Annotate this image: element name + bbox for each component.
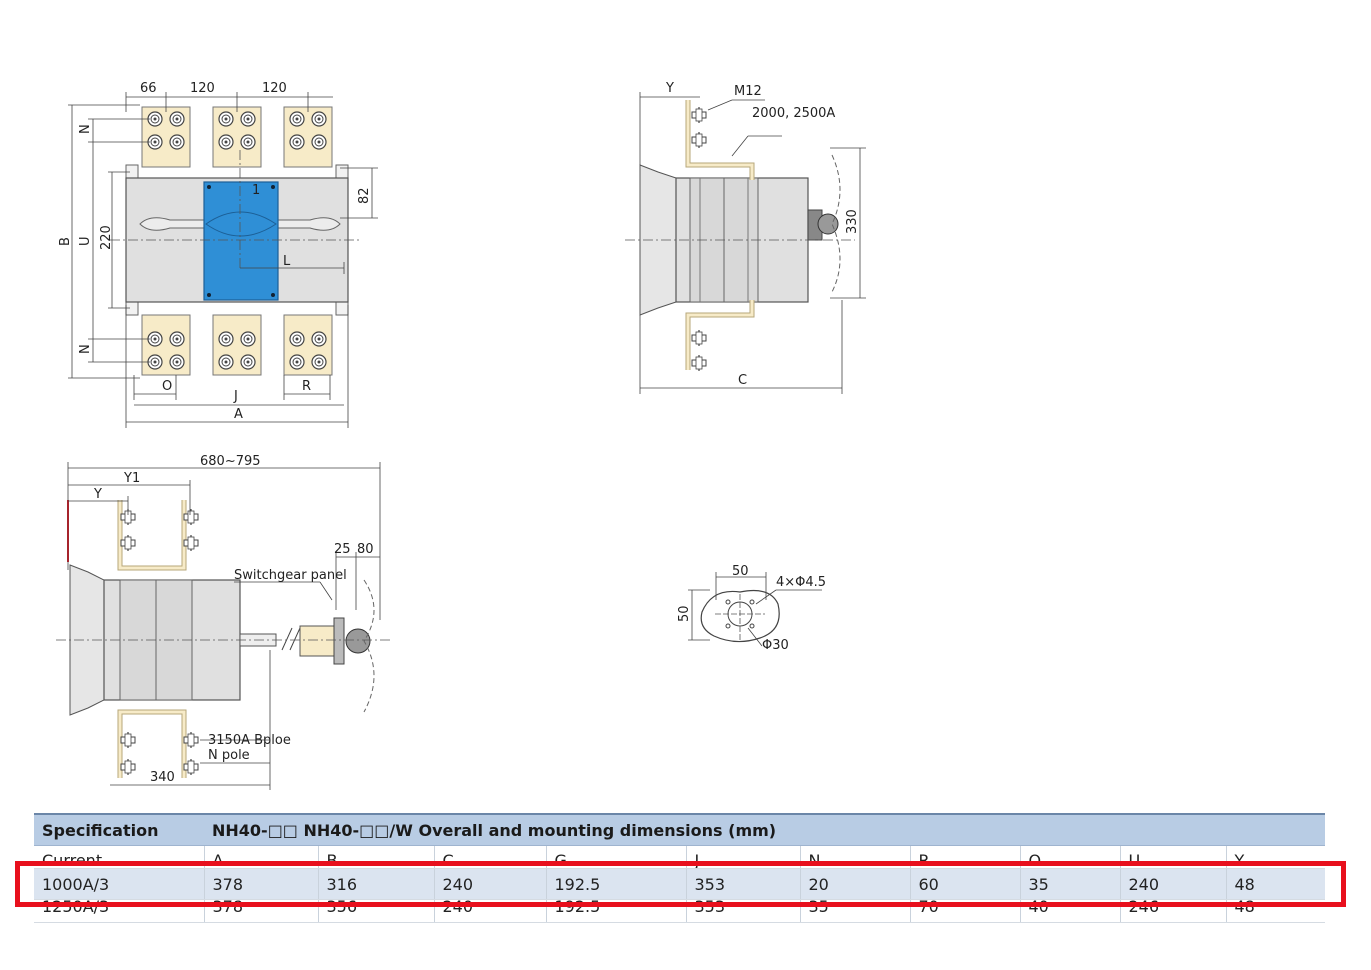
label-d30: Φ30 [762, 638, 789, 653]
label-u: U [78, 236, 93, 246]
table-row: 1000A/3 378 316 240 192.5 353 20 60 35 2… [34, 868, 1326, 900]
label-c: C [738, 373, 747, 388]
label-n-bottom: N [78, 344, 93, 354]
cell: 378 [204, 868, 319, 900]
label-l: L [283, 254, 291, 269]
cell: 35 [800, 899, 911, 923]
label-o: O [162, 379, 172, 394]
handle-plate [203, 181, 279, 301]
dimensions-table: Specification NH40-□□ NH40-□□/W Overall … [34, 813, 1326, 923]
cell: 20 [800, 868, 911, 900]
dim-220: 220 [99, 225, 114, 250]
table-row: 1250A/3 378 356 240 192.5 353 35 70 40 2… [34, 899, 1326, 923]
col-c: C [434, 845, 547, 869]
col-a: A [204, 845, 319, 869]
col-n: N [800, 845, 911, 869]
dim-50-horizontal: 50 [732, 564, 749, 579]
dim-66: 66 [140, 81, 157, 96]
dim-330: 330 [845, 209, 860, 234]
cell: 40 [1020, 899, 1121, 923]
cell: 316 [318, 868, 435, 900]
dim-680-795: 680~795 [200, 454, 261, 469]
cell: 70 [910, 899, 1021, 923]
label-r: R [302, 379, 311, 394]
cell: 192.5 [546, 899, 687, 923]
dim-120-a: 120 [190, 81, 215, 96]
cell: 378 [204, 899, 319, 923]
label-n-pole: N pole [208, 748, 250, 763]
table-header: Specification NH40-□□ NH40-□□/W Overall … [34, 813, 1326, 846]
label-switchgear-panel: Switchgear panel [234, 568, 347, 583]
col-r: R [910, 845, 1021, 869]
panel-mount-view: 680~795 Y1 Y 25 80 Switchgear panel 3150… [56, 454, 390, 790]
label-n-top: N [78, 124, 93, 134]
cell: 240 [434, 899, 547, 923]
col-o: O [1020, 845, 1121, 869]
label-y1: Y1 [123, 471, 140, 486]
label-y-panel: Y [93, 487, 102, 502]
label-y-side: Y [665, 81, 674, 96]
cell: 1250A/3 [34, 899, 205, 923]
label-m12: M12 [734, 84, 762, 99]
cell: 48 [1226, 868, 1326, 900]
cell: 246 [1120, 899, 1227, 923]
spec-header: Specification [34, 813, 204, 846]
cell: 192.5 [546, 868, 687, 900]
technical-drawing: 1 [56, 81, 866, 790]
front-view: 1 [58, 81, 378, 428]
dim-82: 82 [357, 187, 372, 204]
dim-50-vertical: 50 [677, 605, 692, 622]
col-b: B [318, 845, 435, 869]
cell: 356 [318, 899, 435, 923]
col-u: U [1120, 845, 1227, 869]
cell: 48 [1226, 899, 1326, 923]
dim-120-b: 120 [262, 81, 287, 96]
label-3150a-bpole: 3150A Bploe [208, 733, 291, 748]
col-g: G [546, 845, 687, 869]
table-title: NH40-□□ NH40-□□/W Overall and mounting d… [204, 813, 1326, 846]
col-j: J [686, 845, 801, 869]
hole-detail: 50 50 4×Φ4.5 Φ30 [677, 564, 826, 653]
cell: 240 [434, 868, 547, 900]
cell: 60 [910, 868, 1021, 900]
cell: 240 [1120, 868, 1227, 900]
cell: 35 [1020, 868, 1121, 900]
side-view: Y M12 2000, 2500A 330 C [625, 81, 866, 394]
label-current-rating: 2000, 2500A [752, 106, 835, 121]
dim-340: 340 [150, 770, 175, 785]
col-current: Current [34, 845, 205, 869]
label-j: J [233, 389, 238, 404]
svg-text:1: 1 [252, 183, 260, 198]
label-4-holes: 4×Φ4.5 [776, 575, 826, 590]
cell: 353 [686, 899, 801, 923]
cell: 1000A/3 [34, 868, 205, 900]
column-headers: Current A B C G J N R O U Y [34, 845, 1326, 869]
label-b: B [58, 237, 73, 246]
dim-80: 80 [357, 542, 374, 557]
cell: 353 [686, 868, 801, 900]
label-a: A [234, 407, 243, 422]
dim-25: 25 [334, 542, 351, 557]
col-y: Y [1226, 845, 1326, 869]
